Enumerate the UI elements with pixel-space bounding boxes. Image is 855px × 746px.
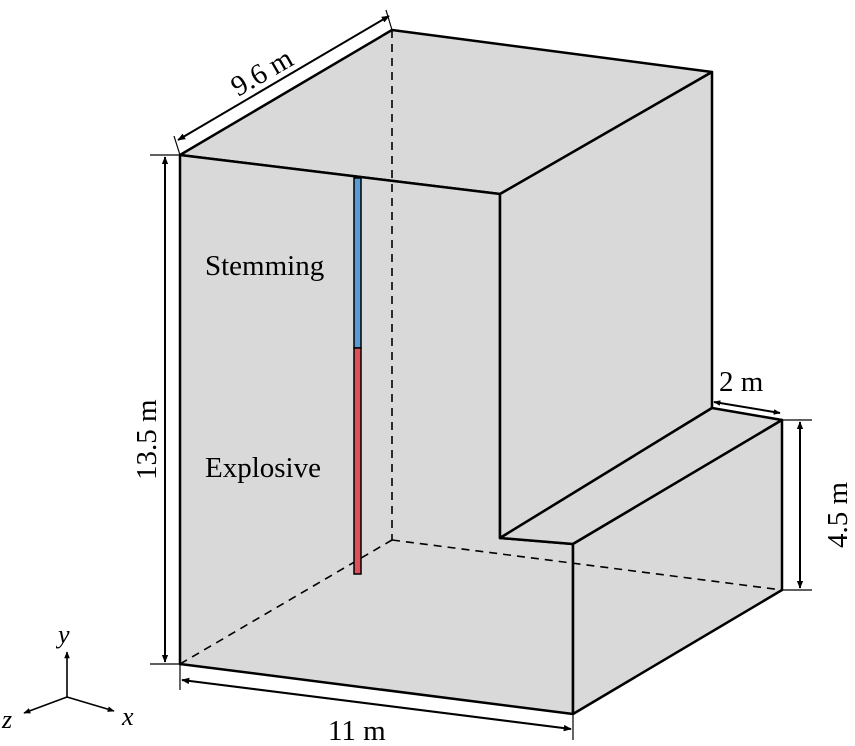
z-axis-label: z xyxy=(1,705,12,734)
bench-width-dimension-line xyxy=(713,400,781,415)
height-dimension-label: 13.5 m xyxy=(131,399,163,480)
explosive-column xyxy=(353,347,362,575)
explosive-label: Explosive xyxy=(205,452,321,484)
depth-dimension-line xyxy=(177,15,390,141)
stemming-column xyxy=(353,177,362,349)
bench-width-dimension-label: 2 m xyxy=(719,366,764,398)
width-dimension-label: 11 m xyxy=(328,715,386,746)
y-axis-label: y xyxy=(55,620,70,649)
depth-extension-left xyxy=(173,135,181,156)
depth-extension-right xyxy=(385,9,393,31)
x-axis-arrow xyxy=(66,696,115,712)
stemming-label: Stemming xyxy=(205,250,324,282)
z-axis-arrow xyxy=(23,696,68,714)
width-dimension-line xyxy=(181,677,572,732)
x-axis-label: x xyxy=(121,702,134,731)
bench-height-dimension-label: 4.5 m xyxy=(822,482,854,549)
hidden-right-bottom-edge xyxy=(391,539,783,591)
